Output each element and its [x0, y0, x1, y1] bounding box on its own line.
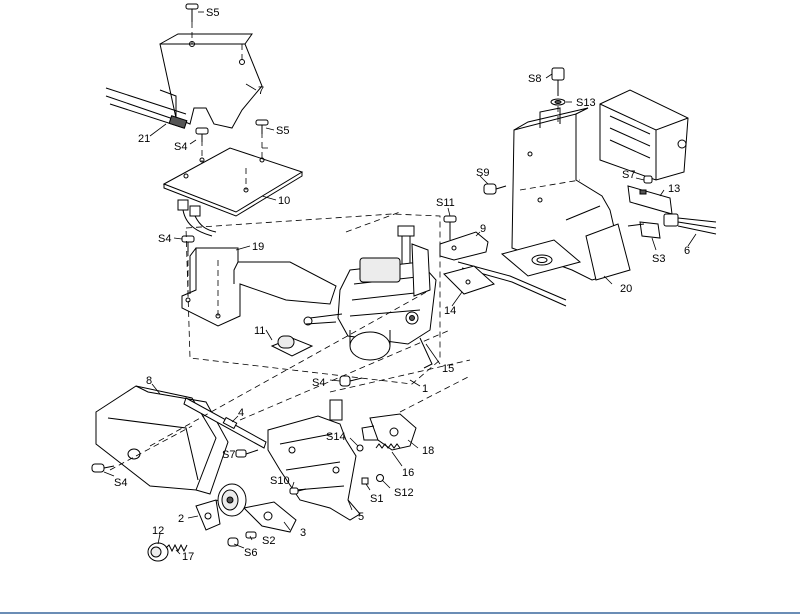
screw-s5-mid — [255, 119, 269, 134]
callout-s1: S1 — [370, 493, 383, 505]
screw-s7-b — [643, 175, 653, 184]
screw-s8 — [551, 67, 565, 96]
screw-s10 — [289, 487, 307, 495]
callout-s6: S6 — [244, 547, 257, 559]
screw-s1 — [361, 477, 369, 485]
callout-s4-c: S4 — [312, 377, 325, 389]
part-8-cover — [95, 385, 229, 495]
screw-s14 — [356, 444, 364, 452]
callout-6: 6 — [684, 245, 690, 257]
connector-harness — [177, 199, 217, 237]
callout-s13: S13 — [576, 97, 596, 109]
part-14-bracket — [443, 265, 495, 295]
part-5-frame — [267, 399, 361, 521]
callout-s8: S8 — [528, 73, 541, 85]
callout-4: 4 — [238, 407, 244, 419]
motor-box — [599, 89, 689, 181]
callout-s4-a: S4 — [174, 141, 187, 153]
screw-s9 — [483, 183, 507, 195]
callout-labels: S5 7 21 S4 S5 10 S4 19 11 15 S4 1 8 4 S7… — [114, 7, 690, 563]
screw-s4-b — [181, 235, 195, 252]
screw-s12 — [376, 474, 384, 482]
screw-s7-a — [235, 449, 259, 458]
part-13-sensor-bracket — [627, 185, 673, 215]
screw-s4-c — [339, 375, 363, 387]
part-17-spring — [165, 543, 188, 553]
callout-3: 3 — [300, 527, 306, 539]
callout-21: 21 — [138, 133, 150, 145]
part-21-flat-cable — [105, 87, 188, 129]
callout-9: 9 — [480, 223, 486, 235]
callout-8: 8 — [146, 375, 152, 387]
callout-s4-b: S4 — [158, 233, 171, 245]
part-4-shaft — [183, 397, 267, 449]
callout-2: 2 — [178, 513, 184, 525]
callout-19: 19 — [252, 241, 264, 253]
screw-s5-top — [185, 3, 199, 22]
part-3-pulley — [199, 483, 297, 533]
part-20-frame — [500, 107, 631, 281]
leader-lines — [103, 11, 697, 555]
callout-14: 14 — [444, 305, 456, 317]
callout-20: 20 — [620, 283, 632, 295]
callout-s5-mid: S5 — [276, 125, 289, 137]
part-11-roller — [270, 335, 314, 357]
callout-s7-b: S7 — [622, 169, 635, 181]
callout-11: 11 — [254, 325, 265, 337]
callout-16: 16 — [402, 467, 414, 479]
callout-s4-d: S4 — [114, 477, 127, 489]
part-16-spring — [375, 443, 401, 449]
screw-s2 — [245, 531, 257, 539]
bottom-rule — [0, 612, 800, 614]
callout-s3: S3 — [652, 253, 665, 265]
callout-10: 10 — [278, 195, 290, 207]
callout-s12: S12 — [394, 487, 414, 499]
callout-s2: S2 — [262, 535, 275, 547]
part-10-board — [162, 132, 304, 217]
screw-s6 — [227, 537, 239, 547]
callout-18: 18 — [422, 445, 434, 457]
part-6-cable — [663, 213, 717, 235]
callout-12: 12 — [152, 525, 164, 537]
callout-s7-a: S7 — [222, 449, 235, 461]
washer-s13 — [550, 98, 566, 106]
part-s3-sensor — [627, 221, 661, 239]
part-18-lever — [361, 413, 417, 451]
callout-13: 13 — [668, 183, 680, 195]
callout-17: 17 — [182, 551, 194, 563]
alignment-lines — [149, 106, 581, 447]
screw-s11 — [443, 215, 457, 240]
callout-s9: S9 — [476, 167, 489, 179]
part-2-bracket — [195, 499, 221, 531]
screw-s4-d — [91, 463, 115, 473]
screw-s4-a — [195, 127, 209, 142]
part-12-knob — [147, 542, 169, 562]
callout-1: 1 — [422, 383, 428, 395]
callout-7: 7 — [258, 85, 264, 97]
callout-s5-top: S5 — [206, 7, 219, 19]
callout-s14: S14 — [326, 431, 346, 443]
callout-15: 15 — [442, 363, 454, 375]
callout-s10: S10 — [270, 475, 290, 487]
part-1-mechanism — [303, 225, 437, 369]
part-7-cover — [159, 22, 263, 129]
part-19-bracket — [181, 247, 337, 327]
callout-s11: S11 — [436, 197, 455, 209]
callout-5: 5 — [358, 511, 364, 523]
